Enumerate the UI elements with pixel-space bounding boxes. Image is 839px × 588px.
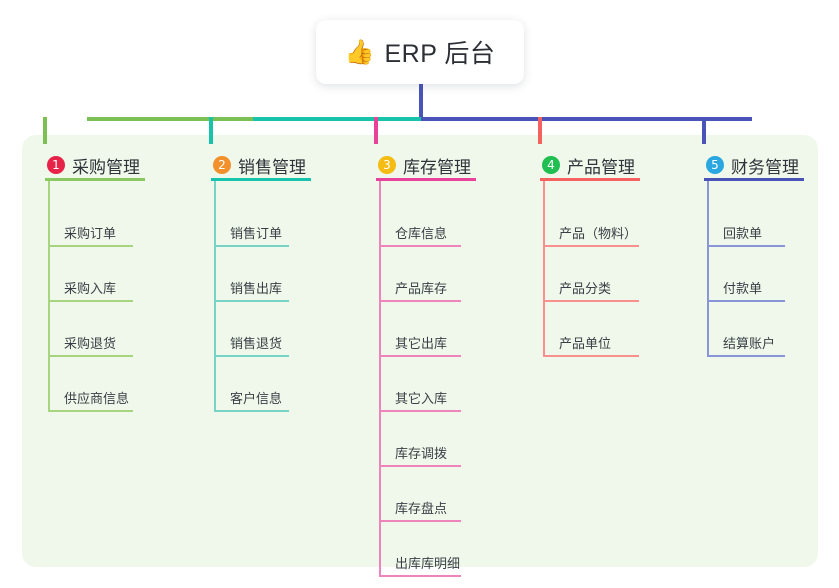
branch-heading-3[interactable]: 3 库存管理 [376,152,471,178]
connector-purple-segment [421,117,752,121]
leaf-rule [214,300,289,302]
leaf-rule [48,245,133,247]
leaf-label[interactable]: 销售订单 [230,226,283,241]
branch-number-badge-4: 4 [542,156,560,174]
leaf-label[interactable]: 库存调拨 [395,446,448,461]
leaf-label[interactable]: 供应商信息 [64,391,130,406]
leaf-rule [214,410,289,412]
leaf-rule [379,520,461,522]
branch-number-badge-2: 2 [213,156,231,174]
leaf-rule [379,245,461,247]
branch-number-badge-5: 5 [706,156,724,174]
branch-number-badge-3: 3 [378,156,396,174]
diagram-panel [22,135,818,567]
leaf-label[interactable]: 其它出库 [395,336,448,351]
leaf-rule [379,355,461,357]
branch-rule-2 [211,178,311,181]
leaf-rule [707,245,785,247]
root-node-label: ERP 后台 [384,40,496,68]
branch-spine-5 [707,181,709,355]
leaf-label[interactable]: 采购退货 [64,336,117,351]
connector-teal-segment [253,117,421,121]
thumbs-up-icon: 👍 [344,38,375,66]
branch-rule-1 [45,178,145,181]
drop-connector-3 [374,117,378,144]
leaf-rule [48,300,133,302]
branch-5[interactable]: 5 财务管理回款单付款单结算账户 [704,152,804,357]
leaf-label[interactable]: 产品库存 [395,281,448,296]
branch-rule-3 [376,178,476,181]
branch-title-5: 财务管理 [731,157,799,177]
leaf-label[interactable]: 库存盘点 [395,501,448,516]
branch-spine-2 [214,181,216,410]
leaf-label[interactable]: 销售出库 [230,281,283,296]
branch-spine-4 [543,181,545,355]
branch-title-1: 采购管理 [72,157,140,177]
leaf-rule [543,300,639,302]
branch-4[interactable]: 4 产品管理产品（物料） 产品分类产品单位 [540,152,640,357]
leaf-label[interactable]: 采购入库 [64,281,117,296]
leaf-label[interactable]: 产品（物料） [559,226,638,241]
leaf-rule [379,465,461,467]
leaf-label[interactable]: 结算账户 [723,336,776,351]
root-node[interactable]: 👍 ERP 后台 [316,20,524,84]
leaf-label[interactable]: 付款单 [723,281,763,296]
drop-connector-5 [702,117,706,144]
leaf-rule [48,355,133,357]
branch-title-2: 销售管理 [238,157,306,177]
connector-green-segment [87,117,253,121]
leaf-rule [707,300,785,302]
branch-1[interactable]: 1 采购管理采购订单采购入库采购退货供应商信息 [45,152,145,412]
branch-heading-4[interactable]: 4 产品管理 [540,152,635,178]
branch-heading-2[interactable]: 2 销售管理 [211,152,306,178]
branch-title-4: 产品管理 [567,157,635,177]
leaf-rule [48,410,133,412]
leaf-label[interactable]: 销售退货 [230,336,283,351]
branch-2[interactable]: 2 销售管理销售订单销售出库销售退货客户信息 [211,152,311,412]
leaf-rule [214,355,289,357]
drop-connector-2 [209,117,213,144]
leaf-label[interactable]: 出库库明细 [395,556,461,571]
leaf-label[interactable]: 产品单位 [559,336,612,351]
drop-connector-4 [538,117,542,144]
branch-rule-5 [704,178,804,181]
branch-rule-4 [540,178,640,181]
leaf-label[interactable]: 其它入库 [395,391,448,406]
leaf-label[interactable]: 采购订单 [64,226,117,241]
leaf-rule [543,245,639,247]
leaf-rule [543,355,639,357]
branch-spine-3 [379,181,381,575]
branch-heading-5[interactable]: 5 财务管理 [704,152,799,178]
leaf-rule [379,410,461,412]
leaf-rule [379,300,461,302]
branch-title-3: 库存管理 [403,157,471,177]
leaf-rule [379,575,461,577]
branch-heading-1[interactable]: 1 采购管理 [45,152,140,178]
branch-3[interactable]: 3 库存管理仓库信息产品库存其它出库其它入库库存调拨库存盘点出库库明细 [376,152,476,577]
leaf-label[interactable]: 回款单 [723,226,763,241]
drop-connector-1 [43,117,47,144]
leaf-label[interactable]: 客户信息 [230,391,283,406]
leaf-rule [707,355,785,357]
branch-spine-1 [48,181,50,410]
leaf-label[interactable]: 仓库信息 [395,226,448,241]
trunk-connector [419,84,423,121]
leaf-label[interactable]: 产品分类 [559,281,612,296]
leaf-rule [214,245,289,247]
branch-number-badge-1: 1 [47,156,65,174]
